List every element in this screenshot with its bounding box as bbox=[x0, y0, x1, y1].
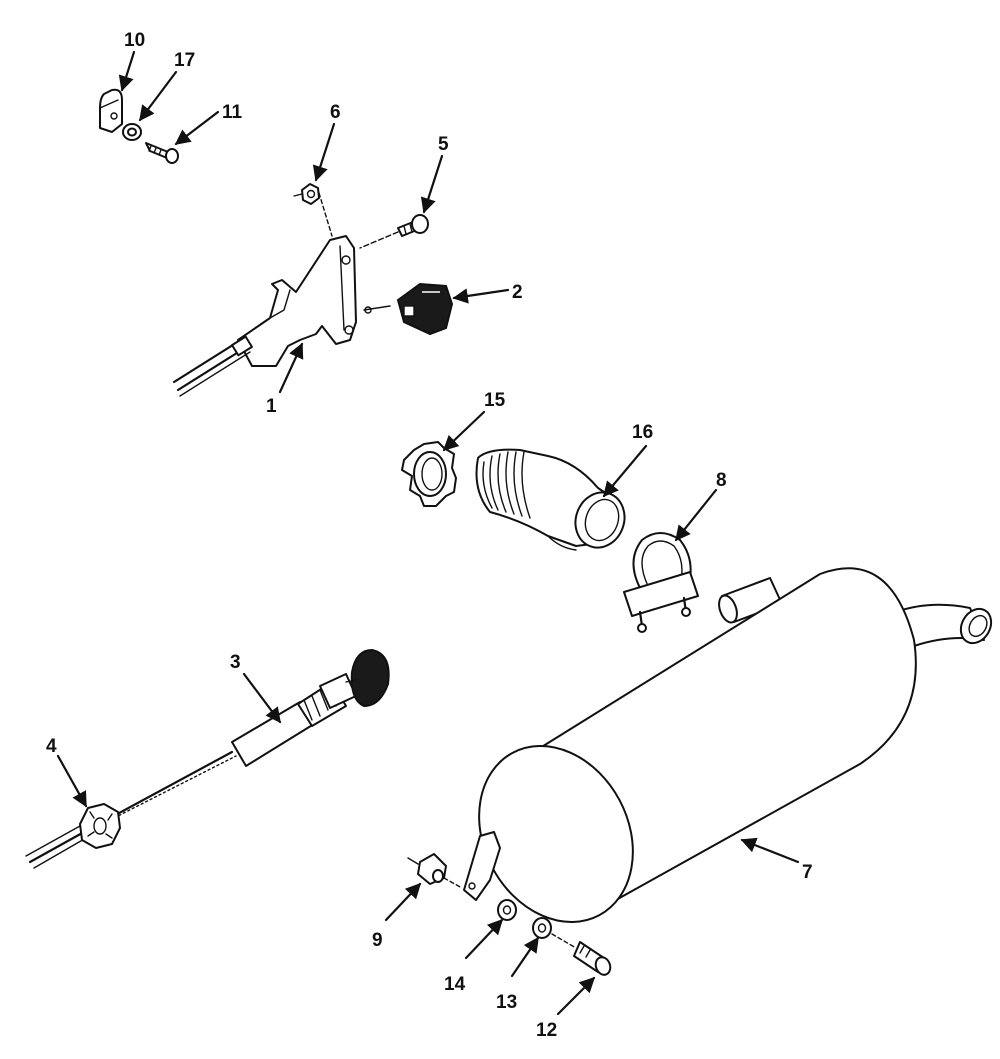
part-15-lock-nut bbox=[401, 441, 457, 507]
leader-4 bbox=[56, 754, 88, 808]
part-10-cable-clamp bbox=[99, 88, 123, 133]
leader-3 bbox=[242, 672, 282, 724]
part-5-screw bbox=[359, 214, 429, 249]
callout-8: 8 bbox=[716, 470, 727, 491]
callout-16: 16 bbox=[632, 422, 653, 443]
leader-7 bbox=[740, 837, 800, 864]
callout-labels: 10 17 11 6 5 2 1 15 16 8 3 4 7 9 14 13 1… bbox=[46, 30, 813, 1041]
part-16-elbow bbox=[475, 448, 626, 551]
callout-15: 15 bbox=[484, 390, 506, 411]
callout-9: 9 bbox=[372, 930, 383, 951]
leader-1 bbox=[278, 342, 304, 394]
leader-16 bbox=[602, 444, 648, 498]
part-4-panel-nut bbox=[79, 803, 121, 849]
part-13-lock-washer bbox=[532, 917, 552, 939]
callout-7: 7 bbox=[802, 862, 813, 883]
leader-arrows bbox=[56, 50, 800, 1016]
leader-8 bbox=[674, 488, 718, 542]
part-11-screw bbox=[145, 142, 179, 164]
leader-2 bbox=[452, 288, 510, 304]
callout-2: 2 bbox=[512, 282, 523, 303]
part-1-bracket bbox=[172, 235, 391, 397]
leader-14 bbox=[464, 918, 504, 960]
callout-5: 5 bbox=[438, 134, 449, 155]
callout-3: 3 bbox=[230, 652, 241, 673]
part-8-u-clamp bbox=[623, 532, 699, 633]
callout-12: 12 bbox=[536, 1020, 557, 1041]
part-6-nut bbox=[293, 183, 333, 237]
leader-9 bbox=[384, 882, 422, 922]
part-3-choke-cable bbox=[25, 648, 390, 869]
leader-6 bbox=[312, 122, 336, 182]
part-12-bolt bbox=[551, 933, 612, 976]
part-9-spacer bbox=[407, 853, 463, 889]
callout-17: 17 bbox=[174, 50, 195, 71]
leader-10 bbox=[118, 50, 136, 92]
callout-4: 4 bbox=[46, 736, 57, 757]
leader-5 bbox=[420, 154, 444, 214]
leader-13 bbox=[510, 936, 540, 978]
leader-12 bbox=[556, 976, 596, 1016]
leader-15 bbox=[442, 410, 486, 452]
callout-14: 14 bbox=[444, 974, 466, 995]
part-7-muffler bbox=[463, 567, 993, 923]
callout-10: 10 bbox=[124, 30, 145, 51]
callout-6: 6 bbox=[330, 102, 341, 123]
callout-13: 13 bbox=[496, 992, 517, 1013]
part-2-knob bbox=[396, 282, 454, 336]
leader-11 bbox=[174, 110, 220, 146]
part-17-washer bbox=[122, 123, 142, 141]
callout-11: 11 bbox=[222, 102, 243, 123]
leader-17 bbox=[138, 70, 178, 122]
callout-1: 1 bbox=[266, 396, 277, 417]
part-14-washer bbox=[497, 899, 517, 921]
